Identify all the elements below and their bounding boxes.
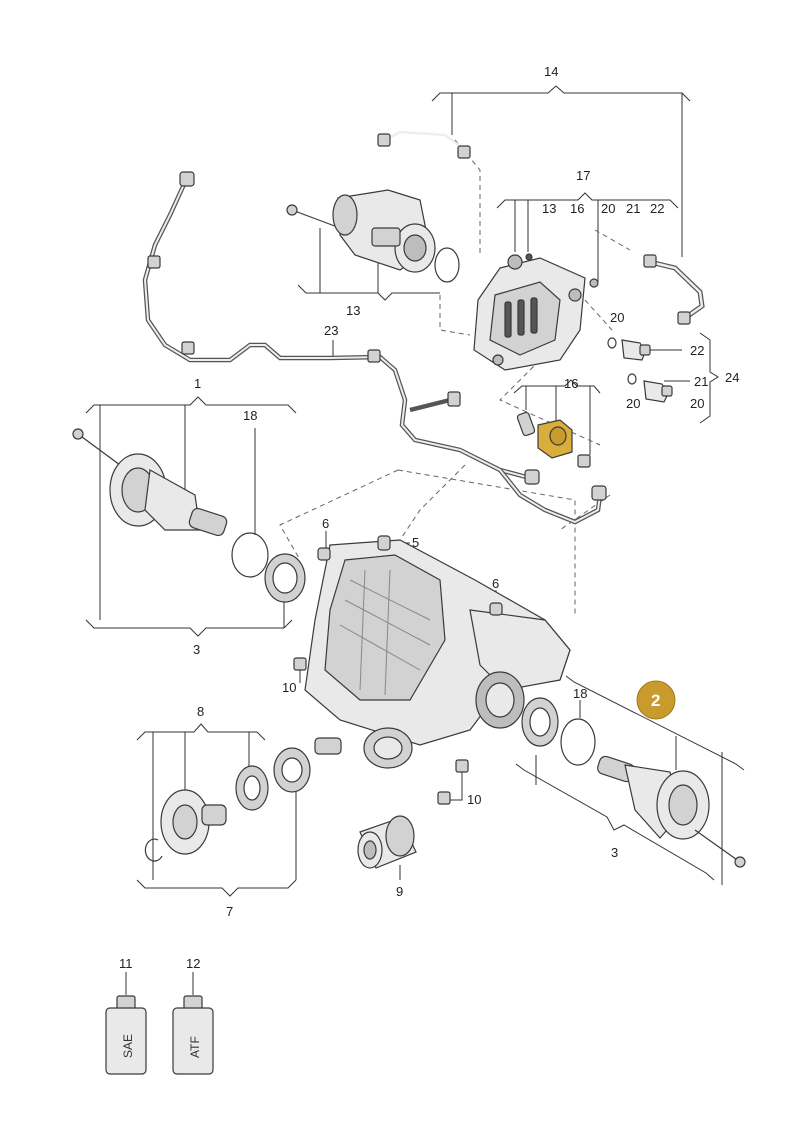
callout-11: 11: [119, 956, 133, 971]
wiring-harness-23: [142, 171, 607, 525]
sensor-22: [607, 337, 651, 361]
badge-label: 2: [651, 691, 660, 710]
callout-9: 9: [396, 884, 403, 899]
bottle-sae-11: [105, 995, 147, 1075]
leader-lines: [85, 85, 745, 995]
callout-20-bottom: 20: [690, 396, 704, 411]
callout-24: 24: [725, 370, 739, 385]
callout-5: 5: [412, 535, 419, 550]
bearing-8: [235, 765, 269, 811]
o-ring-13: [434, 247, 460, 283]
callout-6-left: 6: [322, 516, 329, 531]
callout-18-right: 18: [573, 686, 587, 701]
bushing-9: [357, 815, 417, 869]
actuator-motor-13: [286, 189, 436, 273]
callout-22: 22: [690, 343, 704, 358]
flange-shaft-1: [72, 428, 228, 537]
callout-8: 8: [197, 704, 204, 719]
flange-8: [160, 789, 227, 855]
callout-12: 12: [186, 956, 200, 971]
callout-3-left: 3: [193, 642, 200, 657]
callout-10-right: 10: [467, 792, 481, 807]
seal-3-left: [264, 553, 306, 603]
callout-17-21: 21: [626, 201, 640, 216]
callout-17-22: 22: [650, 201, 664, 216]
bolt-10-left: [293, 657, 307, 671]
callout-18-left: 18: [243, 408, 257, 423]
bolt-10-right: [437, 759, 469, 805]
solenoid-16-highlight: [516, 411, 591, 468]
callout-10-left: 10: [282, 680, 296, 695]
ring-18-left: [231, 532, 269, 578]
callout-6-right: 6: [492, 576, 499, 591]
callout-numbers: 14 17 13 16 20 21 22 13 23 1 18 20 22 21…: [119, 64, 739, 971]
plug-6-right: [489, 602, 503, 616]
callout-16: 16: [564, 376, 578, 391]
pipe-22: [643, 254, 705, 325]
flange-shaft-right: [597, 755, 746, 868]
callout-21: 21: [694, 374, 708, 389]
callout-17: 17: [576, 168, 590, 183]
seal-7: [273, 747, 311, 793]
callout-13: 13: [346, 303, 360, 318]
callout-20-top: 20: [610, 310, 624, 325]
bottle-label-sae: SAE: [121, 1034, 135, 1058]
position-badge: 2: [636, 680, 676, 720]
callout-17-13: 13: [542, 201, 556, 216]
bottle-atf-12: [172, 995, 214, 1075]
bottle-label-atf: ATF: [188, 1036, 202, 1058]
callout-3-right: 3: [611, 845, 618, 860]
callout-20-mid: 20: [626, 396, 640, 411]
transmission-housing: [304, 539, 571, 769]
ring-18-right: [560, 718, 596, 766]
seal-3-right: [521, 697, 559, 747]
circlip-8: [144, 838, 163, 862]
control-unit-17: [473, 253, 599, 371]
callout-23: 23: [324, 323, 338, 338]
vent-pipe-14: [377, 130, 471, 159]
callout-17-20: 20: [601, 201, 615, 216]
sensor-21: [627, 373, 673, 403]
callout-17-16: 16: [570, 201, 584, 216]
callout-7: 7: [226, 904, 233, 919]
callout-14: 14: [544, 64, 558, 79]
callout-1: 1: [194, 376, 201, 391]
plug-6-left: [317, 547, 331, 561]
plug-5: [377, 535, 391, 551]
